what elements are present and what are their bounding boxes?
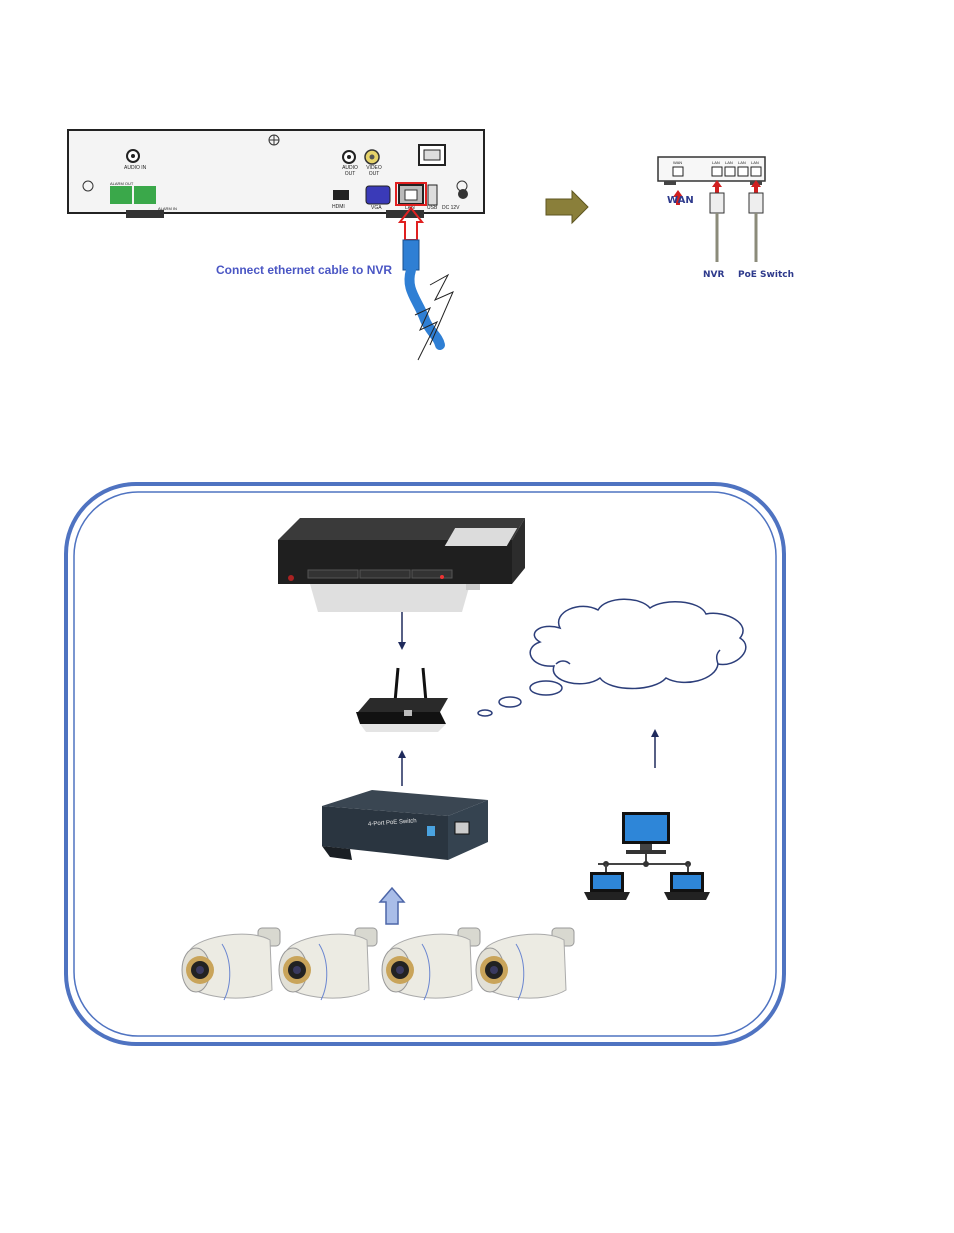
- ip-camera-2: [279, 928, 377, 1000]
- ip-camera-3: [382, 928, 480, 1000]
- lan-to-cloud-arrowhead: [651, 729, 659, 737]
- nvr-to-router-arrowhead: [398, 642, 406, 650]
- switch-to-router-arrowhead: [398, 750, 406, 758]
- lan-network-icon: [584, 812, 710, 900]
- cameras-to-switch-arrow: [380, 888, 404, 924]
- internet-cloud: [478, 599, 746, 716]
- nvr-device: [278, 518, 525, 612]
- ip-camera-1: [182, 928, 280, 1000]
- router-icon: [356, 668, 448, 732]
- ip-camera-4: [476, 928, 574, 1000]
